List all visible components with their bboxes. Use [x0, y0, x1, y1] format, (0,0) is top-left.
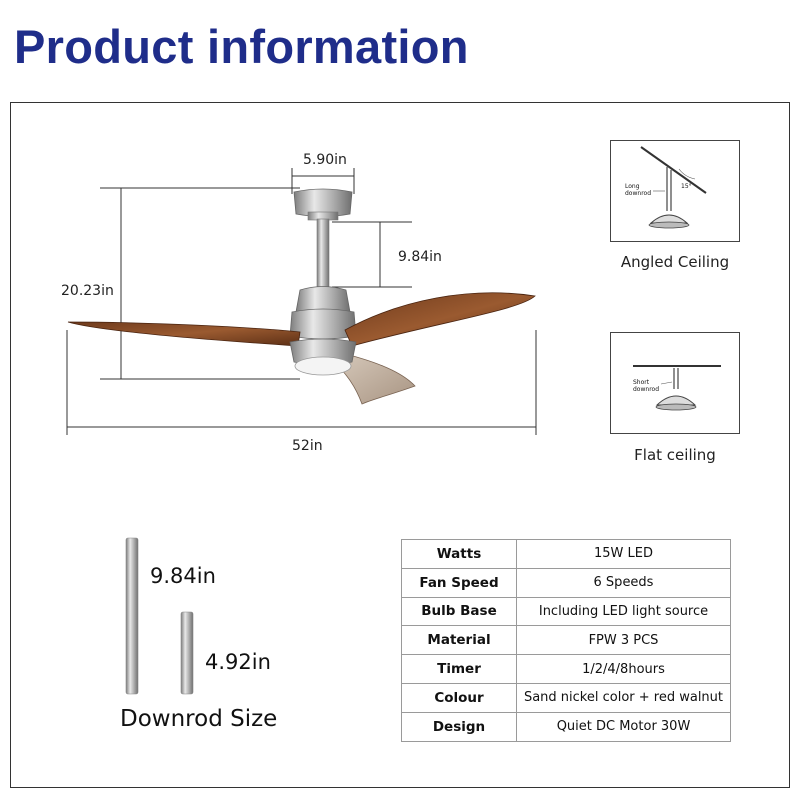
dim-total-height: 20.23in	[61, 283, 114, 299]
flat-mount-icon	[633, 365, 721, 411]
spec-key: Design	[401, 711, 517, 742]
spec-key: Colour	[401, 682, 517, 713]
spec-key: Bulb Base	[401, 596, 517, 627]
spec-value: Quiet DC Motor 30W	[516, 711, 731, 742]
angled-mount-icon	[640, 146, 707, 229]
dimension-lines	[66, 168, 537, 435]
spec-value: 6 Speeds	[516, 567, 731, 598]
dim-downrod: 9.84in	[398, 249, 442, 265]
motor-housing	[295, 286, 351, 313]
spec-key: Watts	[401, 539, 517, 569]
angle-label: 15°	[681, 183, 692, 190]
short-downrod-label: 4.92in	[205, 650, 271, 674]
spec-value: Including LED light source	[516, 596, 731, 627]
page-title: Product information	[14, 20, 469, 73]
spec-value: 1/2/4/8hours	[516, 654, 731, 684]
spec-key: Material	[401, 625, 517, 656]
dim-blade-span: 52in	[292, 438, 323, 454]
product-frame	[10, 102, 790, 788]
ceiling-canopy	[293, 188, 353, 217]
angled-ceiling-caption: Angled Ceiling	[620, 253, 730, 271]
long-downrod-label: 9.84in	[150, 564, 216, 588]
flat-ceiling-caption: Flat ceiling	[634, 446, 716, 464]
spec-value: 15W LED	[516, 539, 731, 569]
spec-value: Sand nickel color + red walnut	[516, 682, 731, 713]
dim-motor-width: 5.90in	[303, 152, 347, 168]
blade-front	[331, 351, 416, 405]
blade-right	[344, 292, 536, 347]
short-downrod	[180, 611, 194, 695]
long-downrod	[125, 537, 139, 695]
led-light	[294, 356, 352, 376]
downrod-size-caption: Downrod Size	[120, 706, 278, 732]
spec-key: Timer	[401, 654, 517, 684]
spec-value: FPW 3 PCS	[516, 625, 731, 656]
spec-key: Fan Speed	[401, 567, 517, 598]
blade-left	[67, 321, 301, 347]
